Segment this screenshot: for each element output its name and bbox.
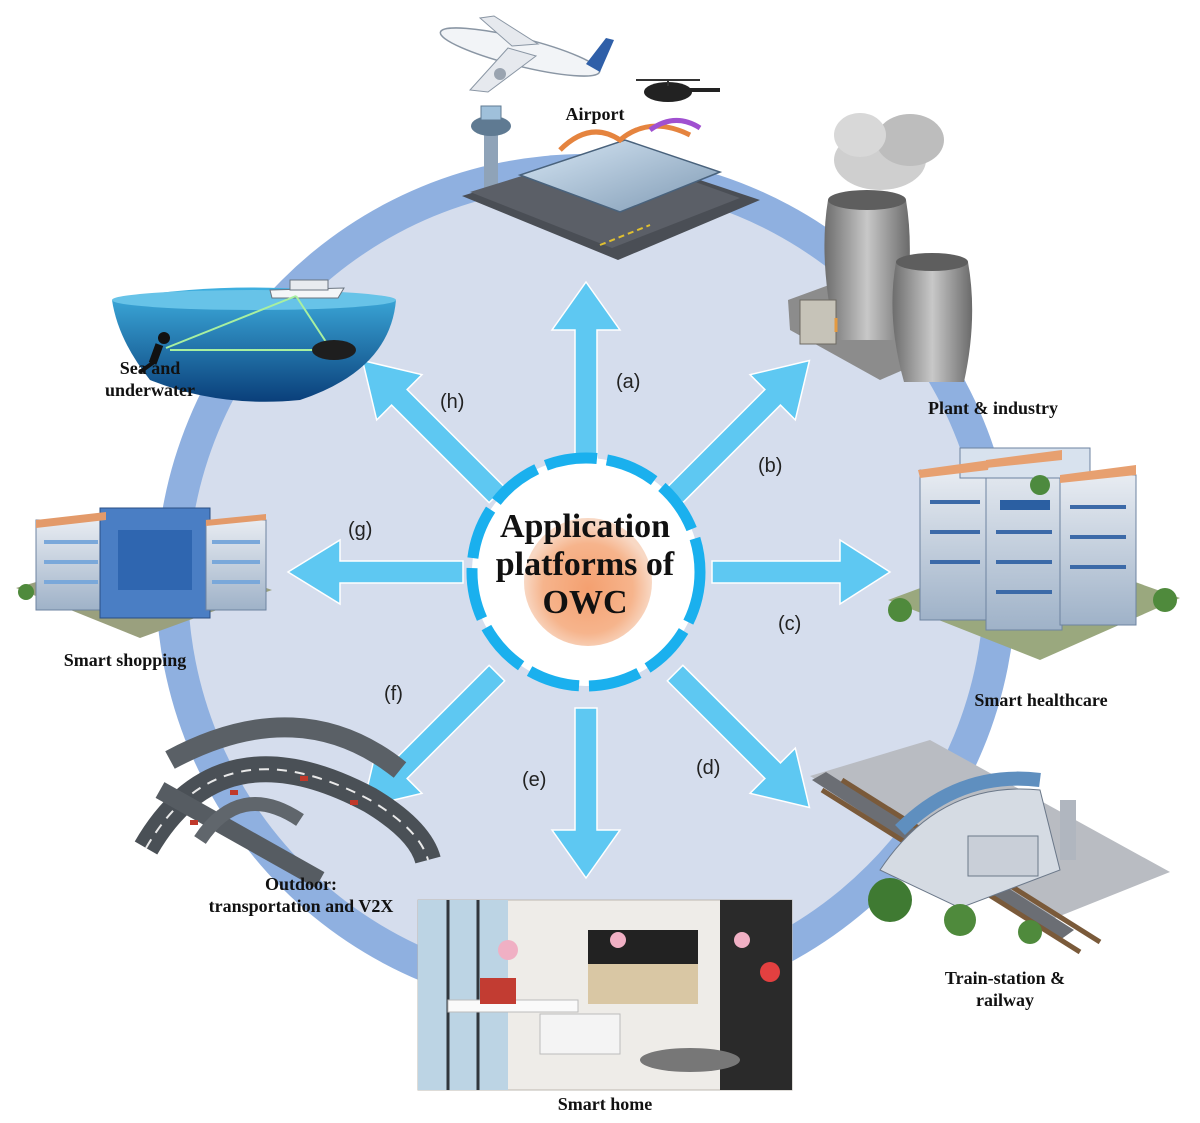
arrow-g bbox=[286, 538, 464, 606]
airplane-icon bbox=[439, 15, 614, 93]
sea-label: Sea and underwater bbox=[90, 358, 210, 401]
helicopter-icon bbox=[636, 79, 720, 102]
arrow-label-c: (c) bbox=[778, 613, 801, 635]
arrow-label-f: (f) bbox=[384, 683, 403, 705]
arrow-label-h: (h) bbox=[440, 391, 464, 413]
airport-label: Airport bbox=[565, 104, 625, 124]
smart-home-label: Smart home bbox=[557, 1094, 653, 1114]
arrow-label-a: (a) bbox=[616, 371, 640, 393]
sea-illustration bbox=[112, 279, 396, 402]
smart-home-illustration bbox=[417, 899, 793, 1091]
arrow-a bbox=[550, 280, 622, 461]
arrow-c bbox=[711, 538, 892, 606]
arrow-h bbox=[361, 359, 506, 504]
diver-icon bbox=[138, 332, 170, 374]
train-station-label: Train-station & railway bbox=[920, 968, 1090, 1011]
arrow-b bbox=[666, 359, 811, 504]
healthcare-illustration bbox=[888, 447, 1180, 660]
shopping-illustration bbox=[16, 507, 272, 638]
shopping-label: Smart shopping bbox=[63, 650, 187, 670]
arrow-label-d: (d) bbox=[696, 757, 720, 779]
healthcare-label: Smart healthcare bbox=[974, 690, 1108, 710]
outdoor-label: Outdoor: transportation and V2X bbox=[186, 874, 416, 917]
center-title-line-1: Application bbox=[499, 508, 671, 545]
arrow-label-g: (g) bbox=[348, 519, 372, 541]
plant-illustration bbox=[788, 113, 973, 382]
hub-glow bbox=[524, 518, 652, 646]
hub-ring bbox=[466, 452, 706, 692]
train-station-illustration bbox=[810, 740, 1170, 955]
sea-label-line-1: Sea and bbox=[119, 358, 181, 378]
arrow-e bbox=[550, 707, 622, 880]
arrow-label-b: (b) bbox=[758, 455, 782, 477]
center-title: Application platforms of OWC bbox=[470, 508, 700, 622]
train-station-label-line-2: railway bbox=[976, 989, 1034, 1010]
airport-illustration bbox=[439, 15, 760, 260]
train-station-label-line-1: Train-station & bbox=[944, 968, 1066, 988]
center-title-line-3: OWC bbox=[542, 584, 628, 622]
outdoor-label-line-1: Outdoor: bbox=[265, 874, 337, 894]
outdoor-label-line-2: transportation and V2X bbox=[208, 895, 394, 916]
center-title-line-2: platforms of bbox=[495, 546, 675, 584]
plant-label: Plant & industry bbox=[927, 398, 1059, 418]
arrow-d bbox=[666, 664, 811, 809]
arrow-label-e: (e) bbox=[522, 769, 546, 791]
sea-label-line-2: underwater bbox=[105, 379, 195, 400]
outdoor-transport-illustration bbox=[134, 717, 441, 888]
